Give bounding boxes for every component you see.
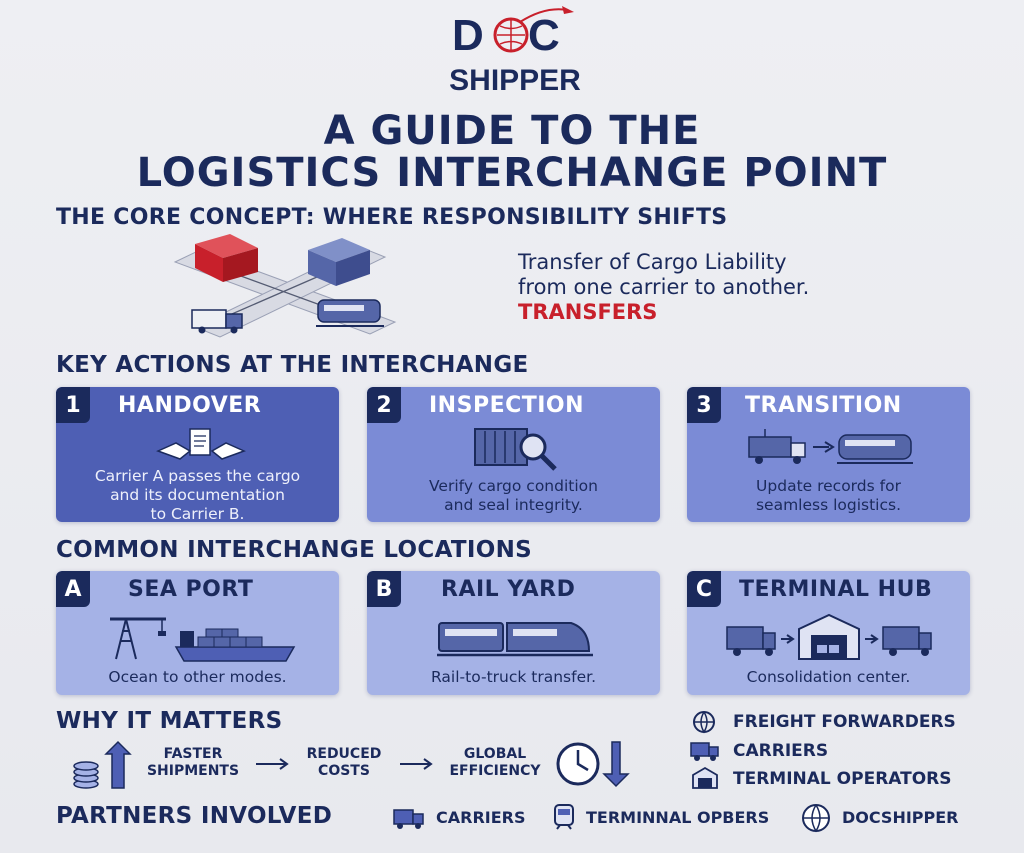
page-title-line2: LOGISTICS INTERCHANGE POINT: [136, 150, 888, 196]
truck-icon: [393, 809, 424, 829]
action-title: TRANSITION: [745, 393, 902, 418]
action-card-transition: 3 TRANSITION Update records for seamless…: [687, 387, 970, 522]
action-title: INSPECTION: [429, 393, 585, 418]
right-list-carriers: CARRIERS: [733, 741, 829, 761]
handshake-document-icon: [156, 428, 246, 460]
why-step-line: COSTS: [318, 763, 370, 779]
why-step-line: EFFICIENCY: [449, 763, 541, 779]
location-title: SEA PORT: [128, 577, 254, 602]
plane-globe-logo-mark: D C: [452, 6, 574, 56]
why-step-reduced: REDUCED COSTS: [292, 746, 396, 780]
partner-carriers: CARRIERS: [436, 808, 526, 827]
core-concept-heading: THE CORE CONCEPT: WHERE RESPONSIBILITY S…: [56, 205, 728, 230]
svg-text:D: D: [452, 11, 484, 56]
why-step-line: SHIPMENTS: [146, 763, 240, 779]
train-front-icon: [554, 804, 574, 830]
partners-heading: PARTNERS INVOLVED: [56, 803, 333, 829]
key-actions-heading: KEY ACTIONS AT THE INTERCHANGE: [56, 352, 529, 378]
logo-shipper-text: SHIPPER: [449, 64, 581, 97]
location-letter: A: [56, 571, 90, 607]
core-text-line2: from one carrier to another.: [518, 275, 810, 299]
location-card-sea-port: A SEA PORT Ocean to other modes.: [56, 571, 339, 695]
desc-line: seamless logistics.: [755, 496, 902, 514]
location-letter: B: [367, 571, 401, 607]
desc-line: Update records for: [756, 477, 901, 495]
partner-docshipper: DOCSHIPPER: [842, 808, 959, 827]
svg-text:C: C: [528, 11, 560, 56]
docshipper-logo: D C SHIPPER: [440, 6, 590, 106]
arrow-right-icon: [256, 758, 289, 770]
crane-ship-icon: [110, 617, 296, 662]
location-description: Ocean to other modes.: [108, 668, 287, 686]
right-list-freight-forwarders: FREIGHT FORWARDERS: [733, 712, 956, 732]
locations-heading: COMMON INTERCHANGE LOCATIONS: [56, 537, 533, 563]
globe-icon: [693, 711, 715, 734]
why-step-global: GLOBAL EFFICIENCY: [436, 746, 554, 780]
core-text-line1: Transfer of Cargo Liability: [518, 250, 787, 274]
action-title: HANDOVER: [118, 393, 262, 418]
why-step-line: REDUCED: [306, 746, 382, 762]
action-number: 3: [687, 387, 721, 423]
why-step-line: FASTER: [163, 746, 223, 762]
arrow-right-icon: [400, 758, 433, 770]
core-concept-text: Transfer of Cargo Liability from one car…: [518, 250, 809, 325]
why-step-faster: FASTER SHIPMENTS: [138, 746, 248, 780]
location-title: TERMINAL HUB: [739, 577, 933, 602]
action-number: 2: [367, 387, 401, 423]
warehouse-icon: [692, 766, 718, 789]
action-description: Carrier A passes the cargo and its docum…: [56, 467, 339, 522]
truck-to-train-icon: [748, 429, 913, 464]
location-description: Rail-to-truck transfer.: [431, 668, 596, 686]
crossroads-illustration: [173, 234, 397, 338]
why-heading: WHY IT MATTERS: [56, 708, 283, 734]
desc-line: Carrier A passes the cargo: [94, 467, 301, 485]
transfers-highlight: TRANSFERS: [518, 300, 658, 324]
desc-line: and seal integrity.: [444, 496, 583, 514]
globe-icon: [802, 804, 830, 833]
container-magnifier-icon: [474, 428, 557, 471]
right-list-terminal-operators: TERMINAL OPERATORS: [733, 769, 952, 789]
truck-icon: [690, 742, 719, 761]
action-card-inspection: 2 INSPECTION Verify cargo condition and …: [367, 387, 660, 522]
action-description: Verify cargo condition and seal integrit…: [367, 477, 660, 515]
desc-line: to Carrier B.: [150, 505, 245, 522]
train-icon: [437, 622, 593, 657]
partner-terminal-operators: TERMINNAL OPBERS: [586, 808, 770, 827]
location-letter: C: [687, 571, 721, 607]
truck-warehouse-truck-icon: [726, 613, 932, 660]
clock-down-arrow-icon: [556, 741, 630, 788]
location-title: RAIL YARD: [441, 577, 576, 602]
why-step-line: GLOBAL: [463, 746, 527, 762]
action-card-handover: 1 HANDOVER Carrier A passes the cargo an…: [56, 387, 339, 522]
desc-line: Verify cargo condition: [429, 477, 598, 495]
page-title-line1: A GUIDE TO THE: [323, 108, 701, 154]
action-description: Update records for seamless logistics.: [687, 477, 970, 515]
desc-line: and its documentation: [110, 486, 285, 504]
location-description: Consolidation center.: [746, 668, 911, 686]
location-card-terminal-hub: C TERMINAL HUB Consolidation center.: [687, 571, 970, 695]
action-number: 1: [56, 387, 90, 423]
coins-growth-icon: [73, 740, 132, 789]
location-card-rail-yard: B RAIL YARD Rail-to-truck transfer.: [367, 571, 660, 695]
